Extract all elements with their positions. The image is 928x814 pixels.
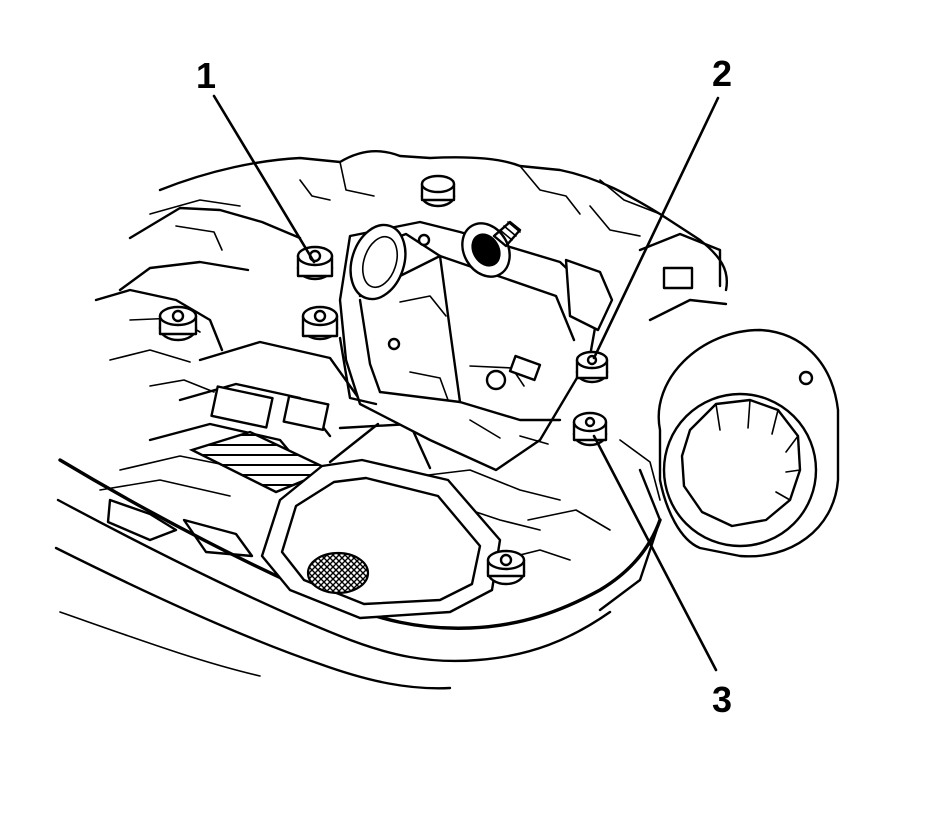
- oil-pump: [338, 220, 614, 472]
- bolts: [158, 174, 609, 586]
- callout-1-label: 1: [196, 55, 216, 96]
- transmission-case: [54, 150, 729, 690]
- callout-2-label: 2: [712, 53, 732, 94]
- callout-3-label: 3: [712, 679, 732, 720]
- bolt-2: [575, 350, 609, 384]
- leader-3: [592, 434, 718, 672]
- bolt-1-lower: [301, 305, 339, 341]
- callout-leaders: [212, 94, 720, 672]
- bolt-1-upper: [296, 245, 334, 281]
- leader-2: [592, 96, 720, 360]
- callout-labels: 1 2 3: [196, 53, 732, 720]
- oil-filter: [638, 232, 840, 558]
- valve-body-channels: [99, 340, 611, 561]
- housing-bolt-bottom: [486, 549, 526, 586]
- housing-bolt-top: [420, 174, 456, 208]
- oil-strainer: [260, 422, 502, 620]
- bolt-3: [572, 411, 608, 447]
- leader-1: [212, 94, 316, 264]
- strainer-screen: [306, 551, 370, 595]
- housing-bolt-left: [158, 305, 198, 342]
